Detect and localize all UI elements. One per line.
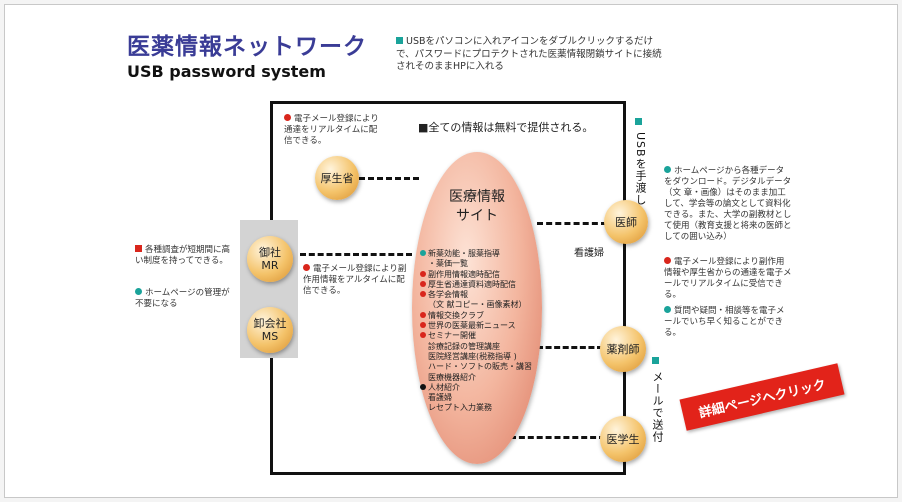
ms-node-line2: MS [261, 330, 279, 343]
teal-dot-icon [664, 166, 671, 173]
note-mid-left-text: 電子メール登録により副作用情報をアルタイムに配信できる。 [303, 264, 407, 296]
site-service-text: 厚生省通達資料適時配信 [428, 279, 516, 289]
teal-square-icon [652, 357, 659, 364]
site-service-item: ・薬価一覧 [420, 259, 532, 269]
mr-node-line2: MR [261, 259, 279, 272]
site-service-item: 医院経営講座(税務指導 ) [420, 352, 532, 362]
page-subtitle: USB password system [127, 62, 326, 81]
site-service-text: 人材紹介 [428, 382, 460, 392]
site-service-text: レセプト入力業務 [428, 403, 492, 413]
site-service-item: 人材紹介 [420, 383, 532, 393]
teal-dot-icon [135, 288, 142, 295]
note-right-1: ホームページから各種データをダウンロード。デジタルデータ（文 章・画像）はそのま… [664, 166, 792, 243]
site-service-text: 診療記録の管理講座 [428, 341, 500, 351]
note-top-left-text: 電子メール登録により通達をリアルタイムに配信できる。 [284, 114, 379, 146]
site-title-line2: サイト [456, 208, 498, 224]
connector-mr [300, 253, 412, 256]
note-right-3-text: 質問や疑問・相談等を電子メールでいち早く知ることができる。 [664, 306, 785, 338]
red-square-icon [135, 245, 142, 252]
red-dot-icon [420, 332, 426, 339]
pharmacist-node: 薬剤師 [600, 326, 646, 372]
site-service-item: ハード・ソフトの販売・講習 [420, 362, 532, 372]
usb-description-text: USBをパソコンに入れアイコンをダブルクリックするだけで、パスワードにプロテクト… [396, 36, 662, 72]
ms-node-line1: 卸会社 [253, 317, 287, 330]
mail-send-label: メールで送付 [651, 352, 664, 443]
mr-node-line1: 御社 [259, 246, 281, 259]
site-title: 医療情報 サイト [412, 188, 542, 226]
site-service-item: 世界の医薬最新ニュース [420, 321, 532, 331]
red-dot-icon [664, 257, 671, 264]
site-title-line1: 医療情報 [449, 189, 505, 205]
site-service-text: 医院経営講座(税務指導 ) [428, 351, 517, 361]
teal-dot-icon [664, 306, 671, 313]
connector-doctor [537, 222, 607, 225]
doctor-node: 医師 [604, 200, 648, 244]
note-mid-left: 電子メール登録により副作用情報をアルタイムに配信できる。 [303, 264, 407, 297]
site-service-item: （文 献コピー・画像素材） [420, 300, 532, 310]
site-service-text: 新薬効能・服薬指導 [428, 249, 500, 258]
teal-dot-icon [420, 250, 426, 256]
site-service-text: 世界の医薬最新ニュース [428, 321, 516, 331]
site-service-text: 各学会情報 [428, 290, 468, 300]
red-dot-icon [420, 291, 426, 298]
usb-handover-text: USBを手渡し [634, 132, 647, 206]
note-left-1-text: 各種調査が短期間に高い制度を持ってできる。 [135, 245, 231, 266]
usb-description: USBをパソコンに入れアイコンをダブルクリックするだけで、パスワードにプロテクト… [396, 36, 666, 74]
note-right-2-text: 電子メール登録により副作用情報や厚生省からの通達を電子メールでリアルタイムに受信… [664, 257, 792, 300]
note-left-2-text: ホームページの管理が不要になる [135, 288, 230, 309]
usb-handover-label: USBを手渡し [634, 113, 647, 206]
medical-info-site [412, 152, 542, 464]
red-dot-icon [420, 322, 426, 329]
teal-square-icon [396, 37, 403, 44]
connector-student [510, 436, 605, 439]
site-service-text: 医療機器紹介 [428, 372, 476, 382]
site-service-item: 看護婦 [420, 393, 532, 403]
note-top-left: 電子メール登録により通達をリアルタイムに配信できる。 [284, 114, 384, 147]
note-left-2: ホームページの管理が不要になる [135, 288, 235, 310]
site-service-text: ・薬価一覧 [428, 259, 468, 269]
site-service-text: ハード・ソフトの販売・講習 [428, 362, 532, 372]
nurse-label: 看護婦 [574, 248, 604, 259]
note-left-1: 各種調査が短期間に高い制度を持ってできる。 [135, 245, 235, 267]
mail-send-text: メールで送付 [651, 371, 664, 443]
site-service-item: 情報交換クラブ [420, 311, 532, 321]
student-node: 医学生 [600, 416, 646, 462]
site-service-item: 診療記録の管理講座 [420, 342, 532, 352]
connector-mhlw [359, 177, 419, 180]
site-service-text: セミナー開催 [428, 331, 476, 341]
page-title: 医薬情報ネットワーク [127, 34, 367, 60]
red-dot-icon [420, 280, 426, 287]
site-service-item: レセプト入力業務 [420, 403, 532, 413]
red-dot-icon [284, 114, 291, 121]
site-service-item: セミナー開催 [420, 331, 532, 341]
site-service-item: 副作用情報適時配信 [420, 270, 532, 280]
black-dot-icon [420, 383, 426, 390]
teal-square-icon [635, 118, 642, 125]
note-right-1-text: ホームページから各種データをダウンロード。デジタルデータ（文 章・画像）はそのま… [664, 166, 792, 242]
note-right-3: 質問や疑問・相談等を電子メールでいち早く知ることができる。 [664, 306, 792, 339]
site-service-text: （文 献コピー・画像素材） [428, 300, 527, 310]
site-service-text: 情報交換クラブ [428, 310, 484, 320]
note-right-2: 電子メール登録により副作用情報や厚生省からの通達を電子メールでリアルタイムに受信… [664, 257, 792, 301]
site-service-list: 新薬効能・服薬指導・薬価一覧副作用情報適時配信厚生省通達資料適時配信各学会情報（… [420, 249, 532, 414]
site-service-item: 各学会情報 [420, 290, 532, 300]
site-service-item: 新薬効能・服薬指導 [420, 249, 532, 259]
red-dot-icon [420, 311, 426, 318]
red-dot-icon [420, 270, 426, 277]
free-notice: ■全ての情報は無料で提供される。 [418, 121, 594, 134]
site-service-item: 厚生省通達資料適時配信 [420, 280, 532, 290]
site-service-text: 看護婦 [428, 393, 452, 403]
site-service-item: 医療機器紹介 [420, 373, 532, 383]
mhlw-node: 厚生省 [315, 156, 359, 200]
red-dot-icon [303, 264, 310, 271]
site-service-text: 副作用情報適時配信 [428, 269, 500, 279]
connector-pharmacist [537, 346, 603, 349]
